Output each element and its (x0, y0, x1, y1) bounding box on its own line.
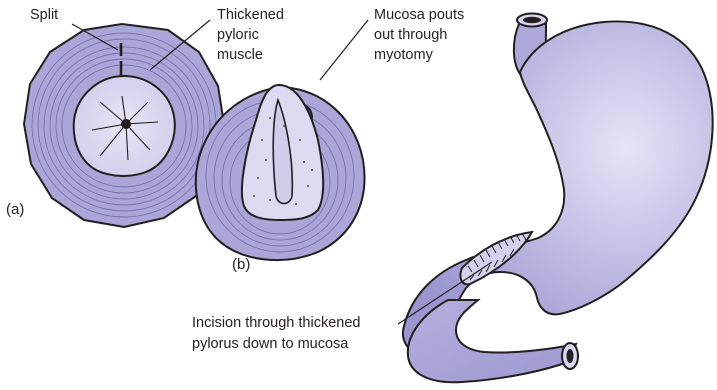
oesophagus-lumen (523, 17, 541, 23)
thickened-label-line3: muscle (217, 47, 263, 63)
stomach-illustration (403, 14, 713, 383)
lumen-centre (121, 119, 131, 129)
mucosa-label-line2: out through (374, 27, 447, 43)
cross-section-a (24, 24, 224, 227)
split-label: Split (30, 7, 58, 23)
thickened-label-line2: pyloric (217, 27, 259, 43)
thickened-label-line1: Thickened (217, 7, 284, 23)
mucosa-label-line3: myotomy (374, 47, 434, 63)
panel-b-label: (b) (232, 256, 250, 273)
incision-label-line1: Incision through thickened (192, 315, 360, 331)
panel-a-label: (a) (6, 201, 24, 218)
mucosa-label-line1: Mucosa pouts (374, 7, 464, 23)
mucosa-leader (320, 20, 368, 80)
duodenum-lumen (567, 349, 574, 363)
incision-label-line2: pylorus down to mucosa (192, 336, 349, 352)
